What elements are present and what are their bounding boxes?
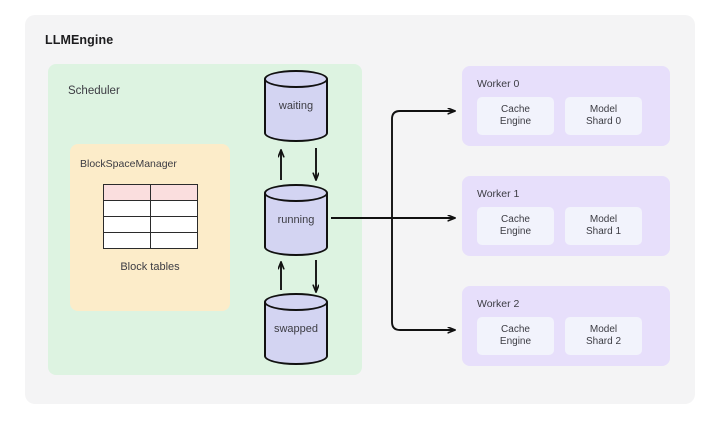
table-cell [150, 184, 198, 201]
cylinder-top-ellipse [264, 70, 328, 88]
cylinder-body [264, 302, 328, 356]
table-row [103, 200, 198, 217]
cylinder-top-ellipse [264, 293, 328, 311]
model-shard-box-1: Model Shard 1 [565, 207, 642, 245]
worker-cells-1: Cache Engine Model Shard 1 [477, 207, 642, 245]
queue-label-waiting: waiting [278, 100, 314, 112]
queue-label-running: running [277, 214, 315, 226]
worker-panel-1: Worker 1 Cache Engine Model Shard 1 [462, 176, 670, 256]
cylinder-body [264, 79, 328, 133]
cache-engine-box-2: Cache Engine [477, 317, 554, 355]
table-cell [103, 216, 151, 233]
worker-panel-0: Worker 0 Cache Engine Model Shard 0 [462, 66, 670, 146]
cylinder-body [264, 193, 328, 247]
table-cell [103, 184, 151, 201]
block-tables-caption: Block tables [120, 261, 180, 273]
table-cell [103, 232, 151, 249]
table-row [103, 216, 198, 233]
queue-cylinder-waiting: waiting [264, 70, 332, 142]
scheduler-title: Scheduler [68, 85, 120, 97]
cache-engine-box-1: Cache Engine [477, 207, 554, 245]
worker-title-0: Worker 0 [477, 78, 520, 90]
worker-cells-2: Cache Engine Model Shard 2 [477, 317, 642, 355]
block-space-manager-title: BlockSpaceManager [80, 158, 177, 170]
llm-engine-title: LLMEngine [45, 33, 114, 47]
worker-panel-2: Worker 2 Cache Engine Model Shard 2 [462, 286, 670, 366]
queue-cylinder-swapped: swapped [264, 293, 332, 365]
cylinder-top-ellipse [264, 184, 328, 202]
table-row [103, 232, 198, 249]
worker-title-2: Worker 2 [477, 298, 520, 310]
table-cell [150, 216, 198, 233]
table-cell [150, 232, 198, 249]
model-shard-box-0: Model Shard 0 [565, 97, 642, 135]
table-cell [103, 200, 151, 217]
model-shard-box-2: Model Shard 2 [565, 317, 642, 355]
worker-title-1: Worker 1 [477, 188, 520, 200]
table-row [103, 184, 198, 201]
worker-cells-0: Cache Engine Model Shard 0 [477, 97, 642, 135]
block-tables-grid [103, 184, 198, 249]
table-cell [150, 200, 198, 217]
queue-cylinder-running: running [264, 184, 332, 256]
queue-label-swapped: swapped [273, 323, 319, 335]
cache-engine-box-0: Cache Engine [477, 97, 554, 135]
